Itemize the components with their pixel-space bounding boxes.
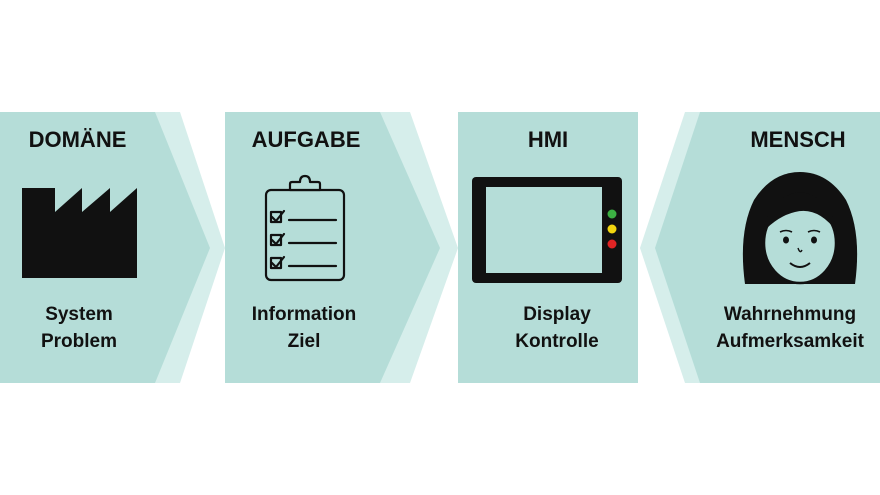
stage-line-problem: Problem — [40, 331, 118, 352]
panel-aufgabe — [225, 112, 440, 383]
stage-line-kontrolle: Kontrolle — [515, 331, 599, 352]
stage-line-display: Display — [523, 304, 591, 325]
led-yellow — [607, 224, 617, 234]
display-panel-icon — [472, 177, 622, 283]
stage-line-ziel: Ziel — [287, 331, 321, 352]
stage-line-wahrnehmung: Wahrnehmung — [723, 304, 857, 325]
led-red — [607, 239, 617, 249]
person-face-icon — [742, 172, 858, 285]
stage-title-mensch: MENSCH — [750, 127, 846, 152]
factory-icon — [22, 188, 137, 278]
led-green — [607, 209, 617, 219]
stage-line-aufmerksamkeit: Aufmerksamkeit — [716, 331, 864, 352]
clipboard-checklist-icon — [264, 174, 346, 282]
stage-line-system: System — [45, 304, 113, 325]
stage-title-aufgabe: AUFGABE — [251, 127, 361, 152]
stage-title-hmi: HMI — [527, 127, 569, 152]
stage-line-information: Information — [251, 304, 357, 325]
stage-title-domaene: DOMÄNE — [28, 127, 127, 152]
